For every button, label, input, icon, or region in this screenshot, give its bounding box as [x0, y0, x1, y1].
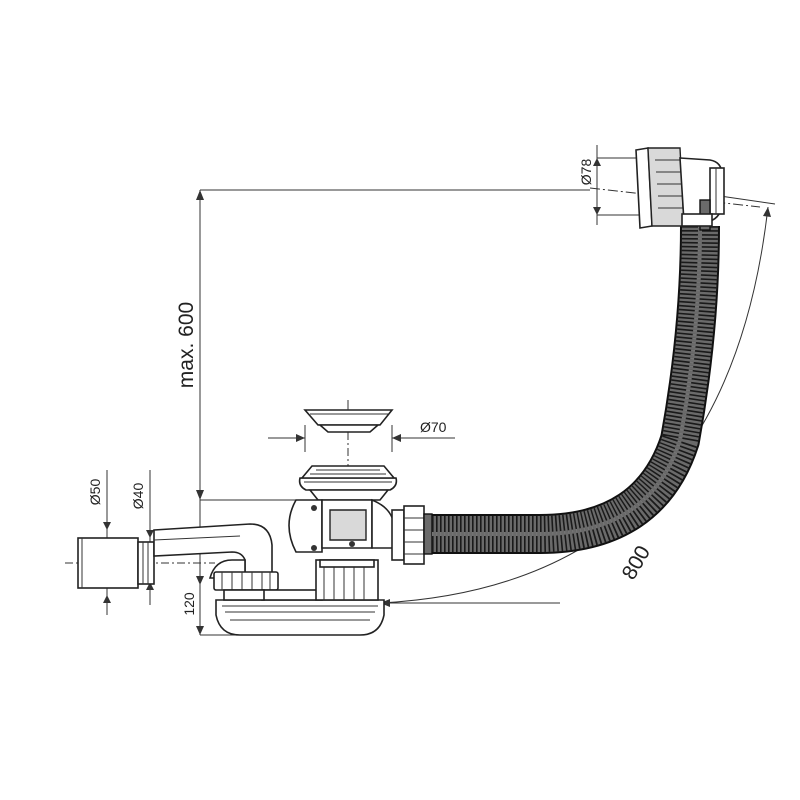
waste-plug-diameter-label: Ø70 [420, 419, 447, 435]
trap-body [213, 559, 385, 636]
hose-connector [391, 505, 433, 565]
length-dimension-label: 800 [618, 542, 655, 584]
trap-height-label: 120 [181, 592, 197, 616]
height-dimension-label: max. 600 [175, 302, 198, 388]
corrugated-hose [432, 225, 720, 554]
overflow-head [635, 147, 725, 231]
waste-plug [288, 405, 398, 553]
outlet-inner-diameter-label: Ø40 [130, 483, 146, 510]
outlet-outer-diameter-label: Ø50 [87, 479, 103, 506]
overflow-diameter-label: Ø78 [578, 159, 594, 186]
